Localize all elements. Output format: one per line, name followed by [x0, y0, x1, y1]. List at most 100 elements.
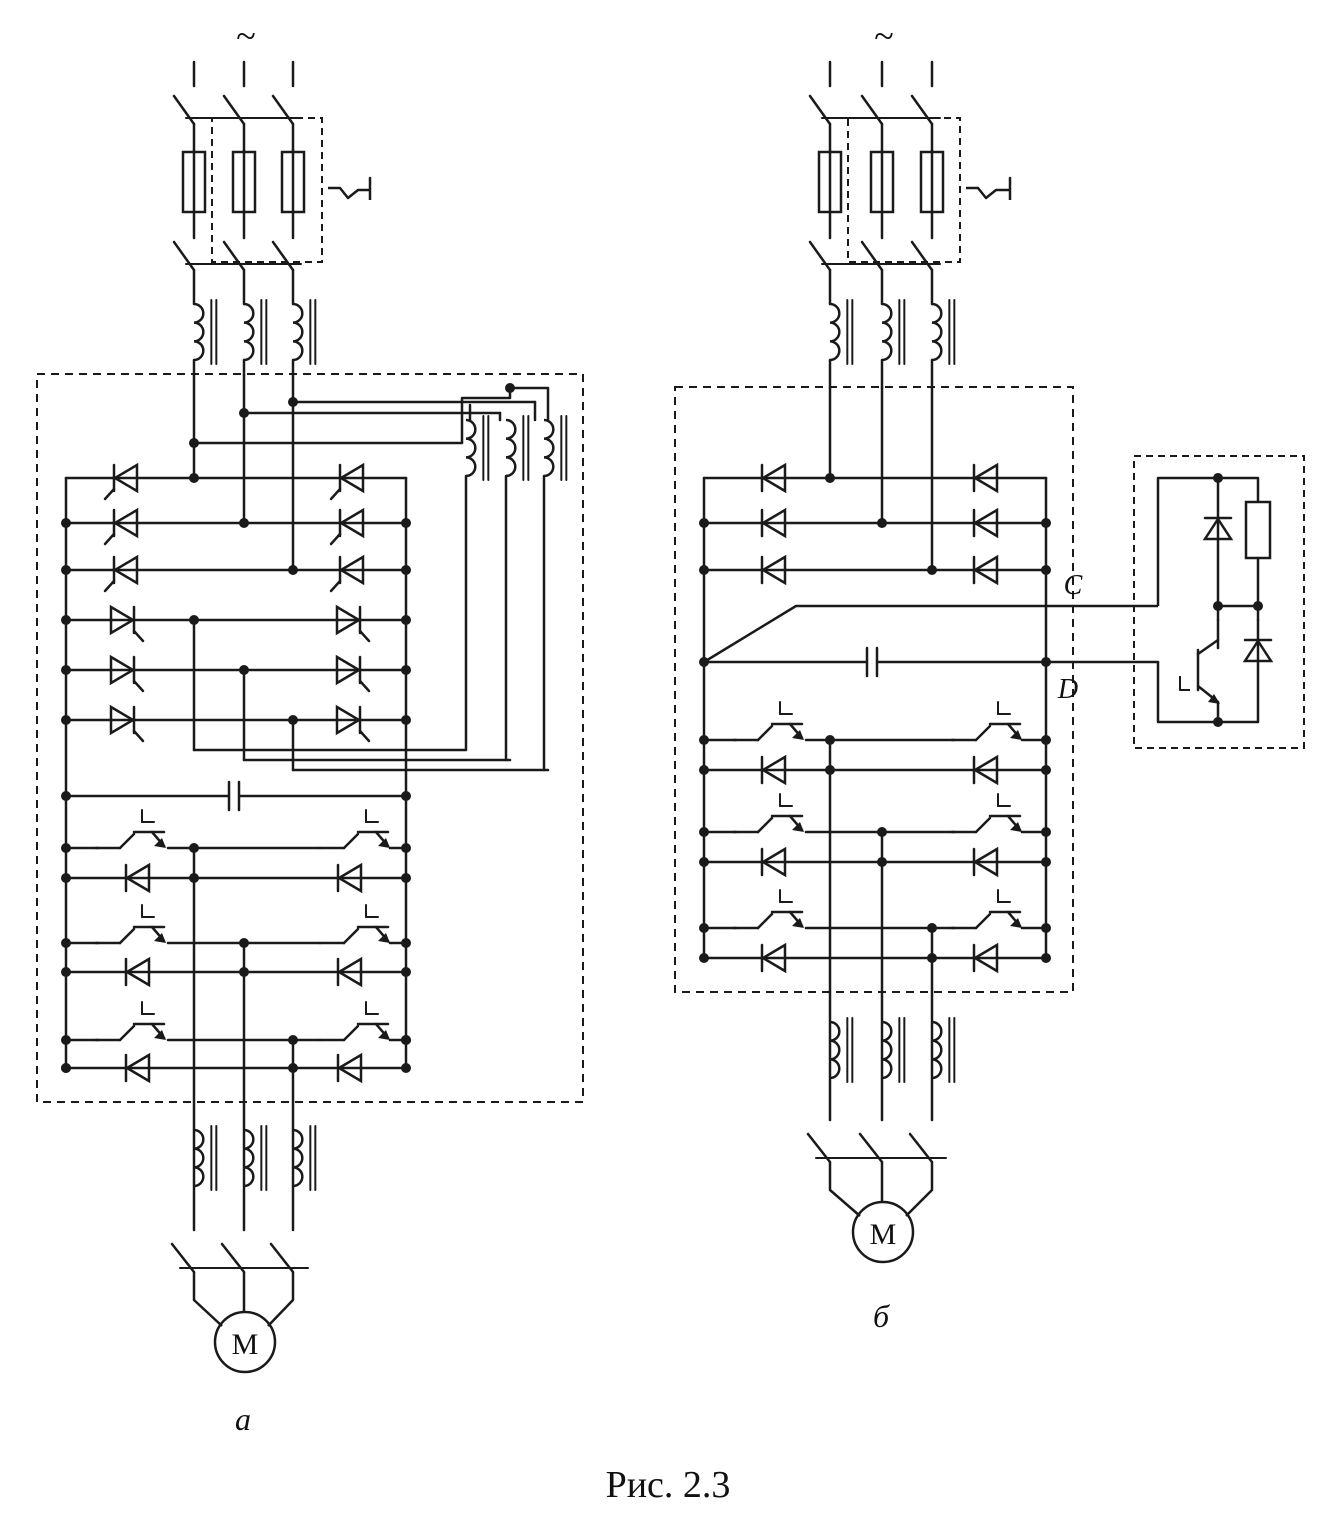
diode-triangle — [972, 754, 999, 786]
thyristor-symbol — [103, 554, 139, 593]
junction-dot — [61, 967, 71, 977]
diode-triangle — [112, 554, 139, 586]
circuit-b-dc-capacitor — [699, 604, 1160, 678]
junction-dot — [401, 873, 411, 883]
wire — [267, 1272, 295, 1327]
igbt-symbol — [950, 793, 1022, 834]
junction-dot — [1041, 565, 1051, 575]
junction-dot — [877, 518, 887, 528]
coil-turns — [829, 1020, 841, 1080]
thyristor-symbol — [329, 554, 365, 593]
diode-symbol — [760, 507, 787, 539]
diode-symbol — [124, 1052, 151, 1084]
diode-triangle — [109, 704, 136, 736]
junction-dot — [401, 518, 411, 528]
diode-triangle — [972, 846, 999, 878]
igbt-symbol — [950, 701, 1022, 742]
thyristor-symbol — [335, 654, 371, 693]
reactor-symbol — [881, 1017, 906, 1083]
igbt-symbol — [94, 904, 166, 945]
diode-triangle — [760, 942, 787, 974]
junction-dot — [401, 791, 411, 801]
wire — [118, 1024, 136, 1042]
diode-triangle — [109, 604, 136, 636]
junction-dot — [699, 827, 709, 837]
diode-triangle — [972, 554, 999, 586]
reactor-symbol — [931, 1017, 956, 1083]
coil-turns — [292, 302, 304, 362]
reactor-symbol — [193, 299, 218, 365]
trip-mechanism — [966, 176, 1012, 200]
switch-blade — [172, 240, 196, 272]
reactor-symbol — [243, 299, 268, 365]
thyristor-symbol — [109, 654, 145, 693]
circuit-a-motor: M — [170, 1242, 309, 1374]
gate-lead — [103, 579, 116, 593]
diode-triangle — [972, 507, 999, 539]
igbt-symbol — [94, 1001, 166, 1042]
thyristor-symbol — [109, 704, 145, 743]
diode-symbol — [124, 862, 151, 894]
junction-dot — [1041, 518, 1051, 528]
emitter-arrow — [154, 933, 166, 943]
diode-triangle — [760, 462, 787, 494]
diode-symbol — [1202, 516, 1234, 541]
diode-symbol — [972, 754, 999, 786]
junction-dot — [1213, 473, 1223, 483]
wire — [342, 1024, 360, 1042]
circuit-a-ac-symbol: ~ — [236, 16, 255, 56]
circuit-b-fuses — [817, 117, 1012, 263]
emitter-arrow — [378, 838, 390, 848]
reactor-symbol — [465, 415, 490, 481]
circuit-b-input-reactors — [828, 268, 956, 390]
igbt-symbol — [318, 809, 390, 850]
brake-chopper-enclosure — [1133, 455, 1305, 749]
circuit-a-label: а — [235, 1401, 251, 1437]
diode-symbol — [972, 507, 999, 539]
wire — [905, 1162, 934, 1217]
coil-turns — [243, 302, 255, 362]
diode-symbol — [124, 956, 151, 988]
trip-mechanism — [328, 176, 372, 200]
junction-dot — [61, 615, 71, 625]
gate-lead — [132, 679, 145, 693]
diode-triangle — [760, 846, 787, 878]
diode-triangle — [1242, 638, 1274, 663]
gate-lead — [329, 579, 342, 593]
switch-blade — [860, 94, 884, 126]
coil-turns — [243, 1128, 255, 1188]
junction-dot — [699, 565, 709, 575]
diode-symbol — [760, 942, 787, 974]
wire — [756, 816, 774, 834]
emitter-arrow — [378, 1030, 390, 1040]
junction-dot — [1213, 717, 1223, 727]
diode-triangle — [760, 754, 787, 786]
reactor-symbol — [292, 299, 317, 365]
junction-dot — [61, 565, 71, 575]
diode-symbol — [760, 754, 787, 786]
gate-lead — [358, 629, 371, 643]
circuit-a-supply — [172, 60, 302, 272]
switch-blade — [910, 94, 934, 126]
figure-caption: Рис. 2.3 — [606, 1464, 731, 1506]
junction-dot — [61, 518, 71, 528]
gate-lead — [1179, 676, 1190, 691]
diode-triangle — [335, 604, 362, 636]
diode-symbol — [336, 1052, 363, 1084]
junction-dot — [61, 1035, 71, 1045]
circuit-b-converter-enclosure — [674, 386, 1074, 993]
junction-dot — [1041, 657, 1051, 667]
diode-triangle — [760, 507, 787, 539]
circuit-b-ac-symbol: ~ — [874, 16, 893, 56]
reactor-symbol — [931, 299, 956, 365]
thyristor-symbol — [103, 462, 139, 501]
switch-blade — [808, 94, 832, 126]
thyristor-symbol — [335, 604, 371, 643]
junction-dot — [401, 715, 411, 725]
wire — [974, 912, 992, 930]
junction-dot — [401, 565, 411, 575]
switch-blade — [222, 94, 246, 126]
coil-turns — [829, 302, 841, 362]
reactor-symbol — [543, 415, 568, 481]
